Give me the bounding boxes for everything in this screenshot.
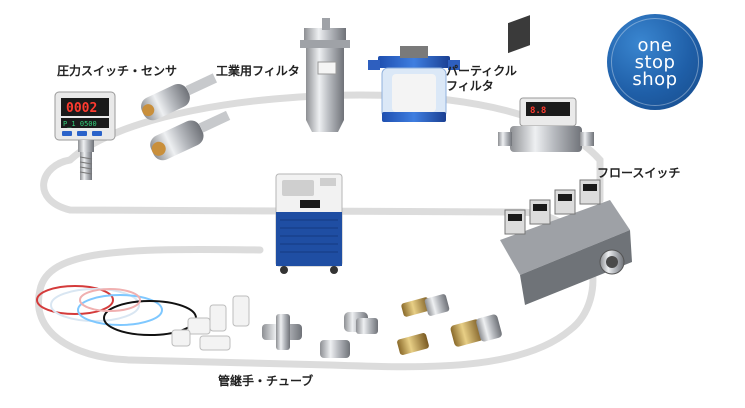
label-particle-filter-line2: フィルタ — [446, 79, 494, 93]
label-flow-switch: フロースイッチ — [597, 166, 681, 180]
svg-text:8.8: 8.8 — [530, 106, 546, 116]
pressure-sensor-b — [150, 110, 231, 161]
plastic-fittings — [171, 295, 250, 351]
flow-switch: 8.8 — [498, 97, 594, 152]
industrial-filter — [300, 18, 350, 132]
label-fittings-tubes: 管継手・チューブ — [218, 374, 314, 388]
switch-display-top: 0002 — [66, 101, 97, 116]
metal-fittings — [262, 312, 378, 358]
label-particle-filter-line1: パーティクル — [446, 64, 517, 78]
flow-switch-manifold — [500, 15, 632, 305]
switch-display-bottom: P_1 0500 — [63, 120, 97, 128]
chiller-unit — [275, 173, 343, 274]
particle-filter — [368, 46, 460, 122]
pressure-sensor-a — [141, 73, 218, 121]
pressure-switch-digital: 0002 P_1 0500 — [54, 91, 116, 180]
label-pressure-switch: 圧力スイッチ・センサ — [57, 64, 178, 78]
badge-ring — [611, 18, 699, 106]
tube-coils — [36, 285, 197, 336]
brass-couplers — [397, 294, 502, 355]
label-industrial-filter: 工業用フィルタ — [216, 64, 300, 78]
